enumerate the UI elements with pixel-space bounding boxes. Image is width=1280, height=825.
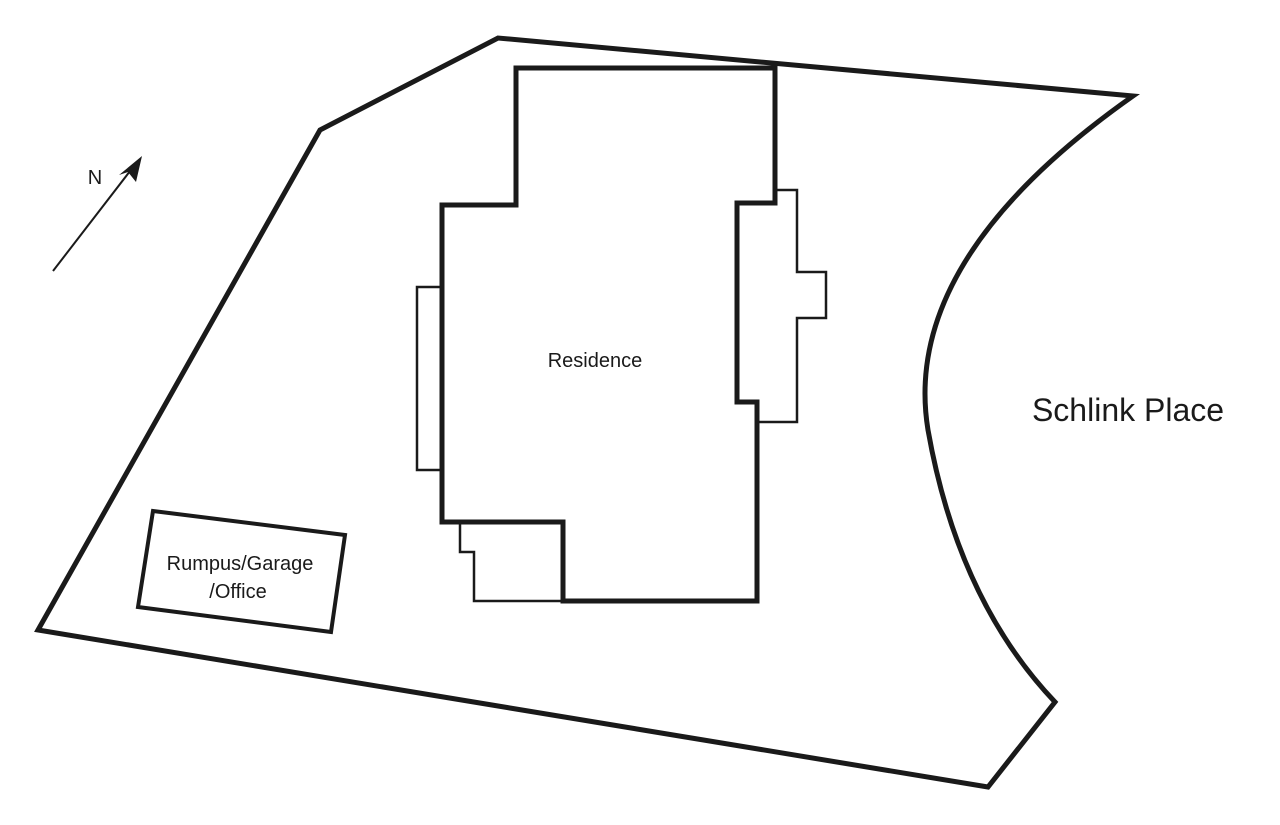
north-arrow-head (119, 156, 142, 182)
north-label: N (88, 167, 102, 189)
outbuilding-outline (135, 508, 348, 635)
residence-south-annex (458, 522, 563, 603)
residence-west-wing (415, 285, 443, 472)
outbuilding-label-line2: /Office (209, 581, 266, 603)
north-arrow-shaft (52, 161, 138, 272)
street-label: Schlink Place (1032, 392, 1224, 428)
north-arrow: N (52, 156, 142, 272)
residence-label: Residence (548, 350, 643, 372)
residence-outline (439, 65, 778, 604)
residence-east-wing (757, 188, 828, 424)
lot-boundary (34, 35, 1140, 790)
outbuilding-label: Rumpus/Garage (167, 553, 314, 575)
